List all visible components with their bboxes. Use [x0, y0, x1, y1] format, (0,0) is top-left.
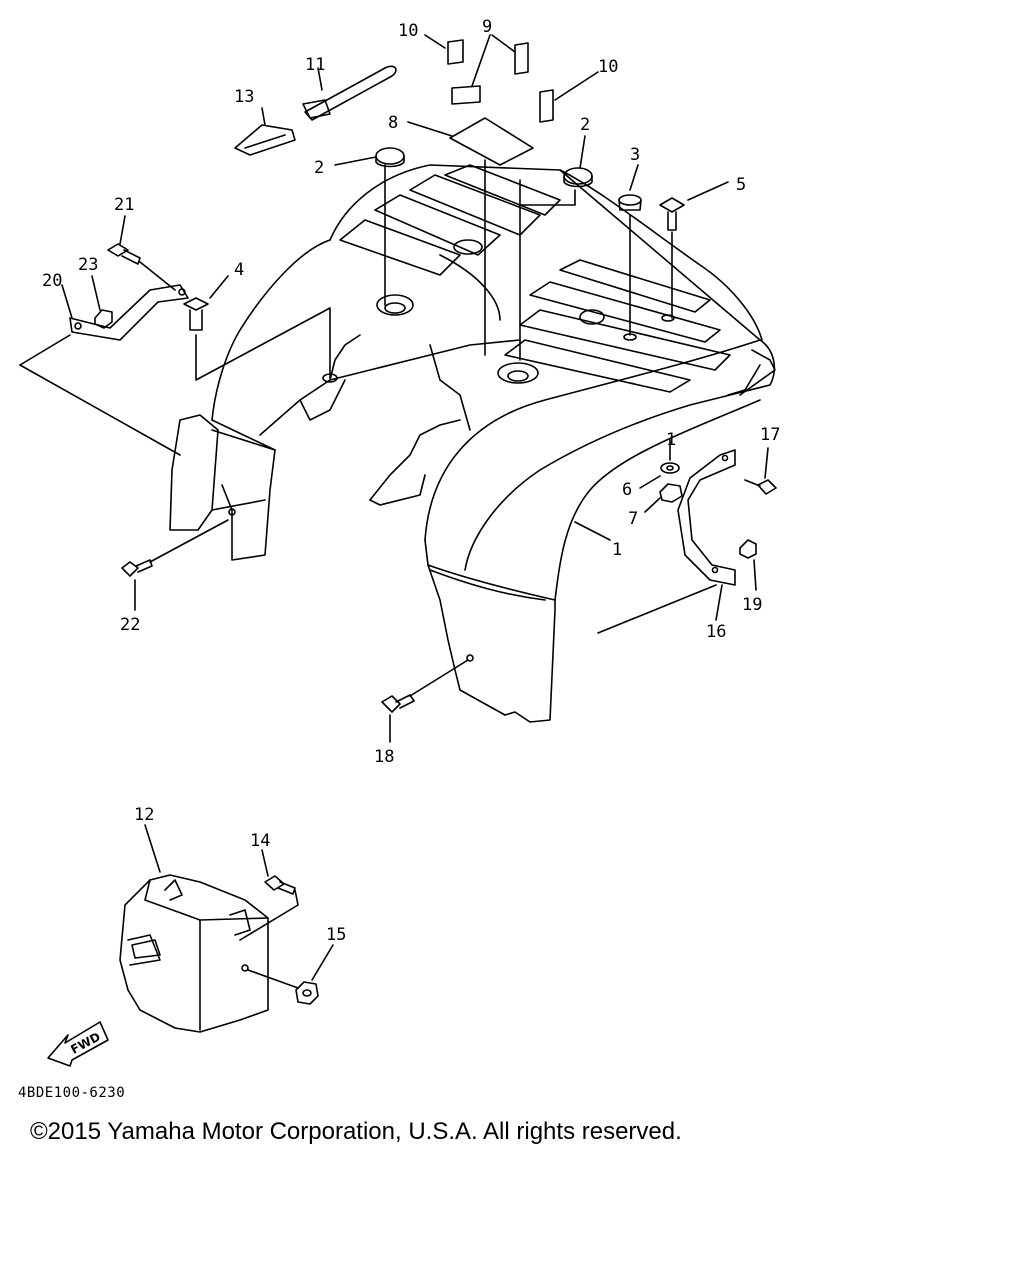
bolt-part-5 [659, 197, 685, 231]
label-11: 11 [305, 55, 325, 75]
label-9: 9 [482, 17, 492, 37]
stay-part-16 [677, 449, 736, 586]
label-15: 15 [326, 925, 346, 945]
rear-fender [169, 164, 776, 723]
label-7: 7 [628, 509, 638, 529]
pad-part-9b [451, 85, 481, 105]
parts-diagram: FWD 10 9 10 11 13 8 2 2 3 5 21 23 20 4 1… [19, 17, 780, 1067]
label-12: 12 [134, 805, 154, 825]
label-2a: 2 [314, 158, 324, 178]
nut-part-23 [94, 309, 113, 329]
rear-fender-exploded-view: FWD 10 9 10 11 13 8 2 2 3 5 21 23 20 4 1… [19, 17, 780, 1067]
label-10b: 10 [598, 57, 618, 77]
label-1b: 1 [666, 430, 676, 450]
label-3: 3 [630, 145, 640, 165]
fwd-arrow-icon [47, 1021, 109, 1067]
nut-part-7 [659, 483, 683, 503]
cap-part-2a [375, 147, 405, 168]
screw-part-18 [381, 694, 415, 713]
pad-part-10b [539, 89, 554, 123]
flange-nut-part-15 [295, 981, 319, 1005]
bracket-part-13 [234, 124, 296, 156]
bolt-part-17 [744, 479, 777, 495]
label-1a: 1 [612, 540, 622, 560]
label-23: 23 [78, 255, 98, 275]
stay-part-20 [69, 284, 189, 341]
label-10a: 10 [398, 21, 418, 41]
label-17: 17 [760, 425, 780, 445]
label-22: 22 [120, 615, 140, 635]
screw-part-22 [121, 559, 153, 577]
label-8: 8 [388, 113, 398, 133]
drawing-code: 4BDE100-6230 [18, 1085, 126, 1101]
pad-part-9a [514, 42, 529, 75]
cap-part-2b [563, 167, 593, 188]
label-6: 6 [622, 480, 632, 500]
grommet-part-3 [618, 194, 642, 211]
label-19: 19 [742, 595, 762, 615]
label-18: 18 [374, 747, 394, 767]
washer-part-6 [660, 462, 680, 474]
label-14: 14 [250, 831, 270, 851]
label-16: 16 [706, 622, 726, 642]
copyright-notice: ©2015 Yamaha Motor Corporation, U.S.A. A… [30, 1118, 682, 1145]
label-13: 13 [234, 87, 254, 107]
nut-part-19 [739, 539, 757, 559]
sheet-part-8 [449, 117, 534, 166]
tool-box-part-12 [119, 874, 269, 1033]
label-21: 21 [114, 195, 134, 215]
bolt-part-14 [264, 875, 296, 895]
label-2b: 2 [580, 115, 590, 135]
bolt-part-21 [107, 243, 141, 265]
label-20: 20 [42, 271, 62, 291]
pad-part-10a [447, 39, 464, 65]
bolt-part-4 [183, 297, 209, 331]
label-4: 4 [234, 260, 244, 280]
label-5: 5 [736, 175, 746, 195]
strap-part-11 [304, 65, 397, 121]
